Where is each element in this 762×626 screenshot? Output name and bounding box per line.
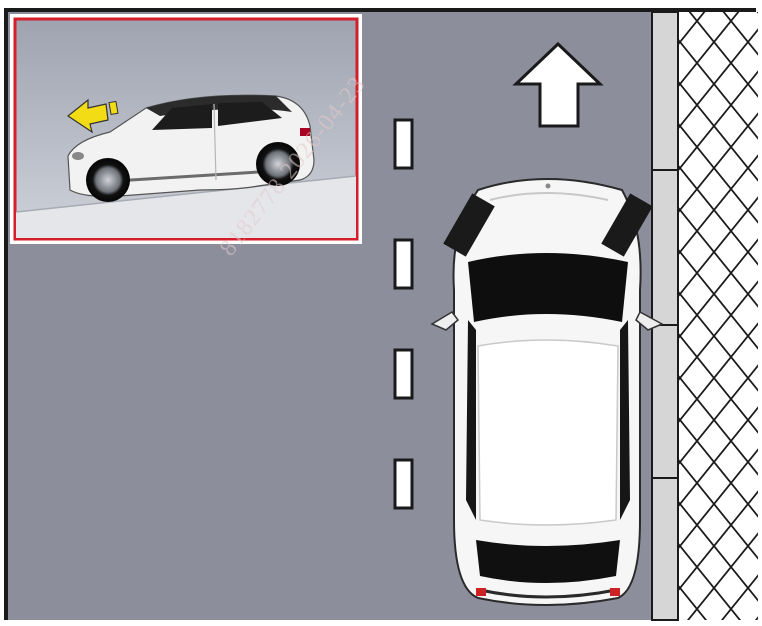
lane-mark	[395, 240, 412, 288]
curb	[652, 12, 678, 620]
lane-mark	[395, 120, 412, 168]
frame-top-edge	[6, 8, 756, 12]
lane-mark	[395, 460, 412, 508]
lane-mark	[395, 350, 412, 398]
frame-left-edge	[4, 8, 8, 620]
rear-wheel	[86, 158, 130, 202]
fence-hatched-area	[678, 12, 758, 620]
